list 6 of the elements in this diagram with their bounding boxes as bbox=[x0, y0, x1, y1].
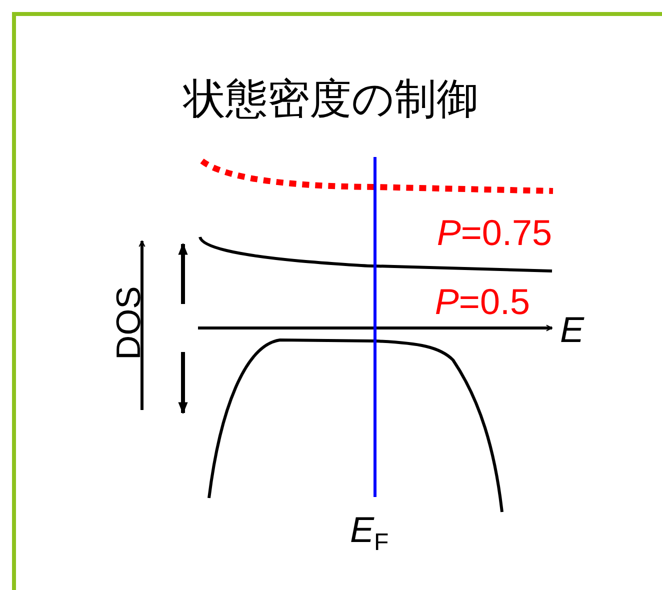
axis-label: DOS bbox=[112, 286, 146, 360]
axis-label: E bbox=[560, 312, 584, 348]
curve-label: P=0.5 bbox=[434, 284, 530, 320]
curve-label: P=0.75 bbox=[436, 215, 552, 251]
title-text: 状態密度の制御 bbox=[182, 78, 480, 120]
fermi-level-label: E$_{F}$ bbox=[350, 512, 389, 556]
